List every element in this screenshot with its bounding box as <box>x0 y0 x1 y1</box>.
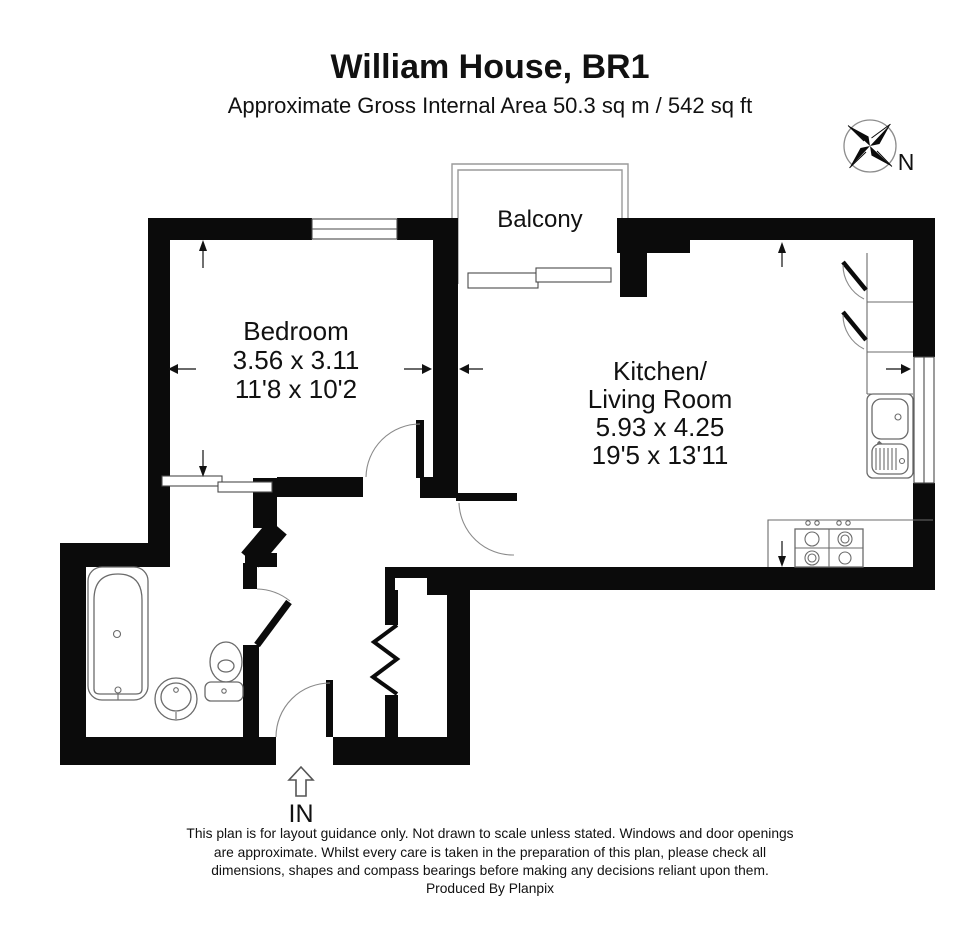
balcony-sliding-doors <box>467 267 612 289</box>
kitchen-top-wall <box>617 218 935 240</box>
kitchen-door <box>456 493 517 556</box>
bedroom-bottom-wall-stub <box>420 477 458 498</box>
kitchen-sink <box>866 393 914 479</box>
page-title: William House, BR1 <box>331 48 650 86</box>
bathtub <box>87 566 149 701</box>
balcony-right-stub <box>620 240 647 297</box>
producer-credit: Produced By Planpix <box>426 881 554 896</box>
bottom-wall-left <box>60 737 276 765</box>
toilet <box>204 641 244 702</box>
bedroom-dims-imperial: 11'8 x 10'2 <box>235 374 357 404</box>
page-subtitle: Approximate Gross Internal Area 50.3 sq … <box>228 93 753 118</box>
bathroom-left-wall <box>60 543 86 765</box>
kitchen-right-wall-lower <box>913 483 935 590</box>
kitchen-right-wall-upper <box>913 218 935 357</box>
kitchen-window <box>913 356 935 484</box>
compass-north-label: N <box>898 149 915 175</box>
closet-left-wall-upper <box>385 590 398 625</box>
bedroom-dims-metric: 3.56 x 3.11 <box>233 345 360 375</box>
kitchen-fittings <box>767 253 933 568</box>
bedroom-kitchen-divider-wall <box>433 218 458 498</box>
pedestal-basin <box>154 677 198 721</box>
disclaimer-line3: dimensions, shapes and compass bearings … <box>211 863 769 878</box>
kitchen-living-label-line1: Kitchen/ <box>613 356 708 386</box>
balcony-label: Balcony <box>497 206 582 233</box>
doors <box>254 420 517 738</box>
kitchen-bottom-wall <box>447 567 935 590</box>
bedroom-door <box>365 420 424 478</box>
entrance-door <box>275 680 333 738</box>
dimension-arrows <box>168 240 911 567</box>
entrance-arrow-icon <box>287 765 315 797</box>
disclaimer-line1: This plan is for layout guidance only. N… <box>186 826 793 841</box>
bedroom-bottom-wall <box>277 477 363 497</box>
hob <box>794 520 864 568</box>
bedroom-window <box>311 218 398 240</box>
closet-left-wall-lower <box>385 695 398 737</box>
compass-icon <box>843 119 897 173</box>
wardrobe-sliding-doors <box>161 475 273 493</box>
bedroom-top-wall <box>148 218 312 240</box>
windows <box>311 218 935 484</box>
bathroom-door-stub <box>243 563 257 589</box>
closet-bifold-door <box>369 623 401 696</box>
walls <box>60 218 935 765</box>
closet-right-wall <box>447 567 470 765</box>
bedroom-label: Bedroom <box>243 316 349 346</box>
bathroom-right-wall <box>243 645 259 737</box>
kitchen-living-dims-metric: 5.93 x 4.25 <box>596 412 725 442</box>
kitchen-living-dims-imperial: 19'5 x 13'11 <box>592 440 729 470</box>
entrance-label: IN <box>289 800 314 828</box>
kitchen-living-label-line2: Living Room <box>588 384 733 414</box>
closet-top-notch <box>395 578 427 595</box>
disclaimer-line2: are approximate. Whilst every care is ta… <box>214 845 766 860</box>
cupboard-doors <box>841 260 868 350</box>
bathroom-fittings <box>87 566 244 721</box>
bathroom-door <box>254 588 292 648</box>
left-wall <box>148 218 170 567</box>
